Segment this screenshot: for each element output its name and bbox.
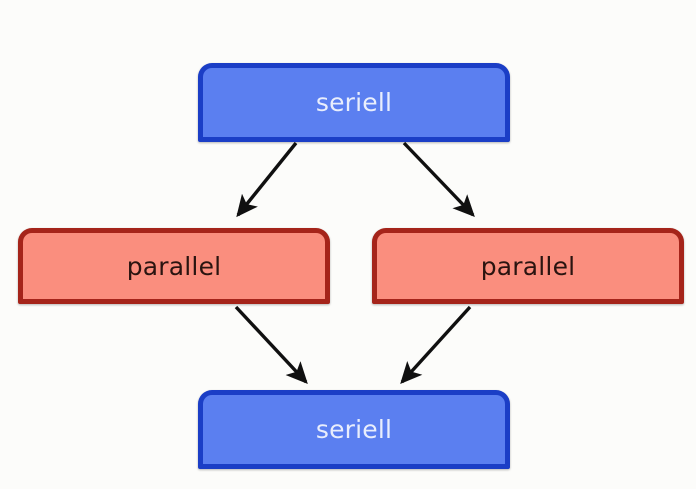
edge-right-to-bottom	[400, 305, 472, 385]
node-label: seriell	[315, 415, 393, 444]
node-label: seriell	[315, 88, 393, 117]
node-label: parallel	[480, 251, 576, 281]
node-label: parallel	[126, 251, 222, 281]
node-seriell-bottom[interactable]: seriell	[198, 390, 510, 469]
node-seriell-top[interactable]: seriell	[198, 63, 510, 142]
edge-top-to-right	[402, 141, 475, 217]
edge-top-to-left	[236, 141, 298, 218]
node-parallel-left[interactable]: parallel	[18, 228, 330, 304]
edge-left-to-bottom	[234, 305, 308, 384]
node-parallel-right[interactable]: parallel	[372, 228, 684, 304]
